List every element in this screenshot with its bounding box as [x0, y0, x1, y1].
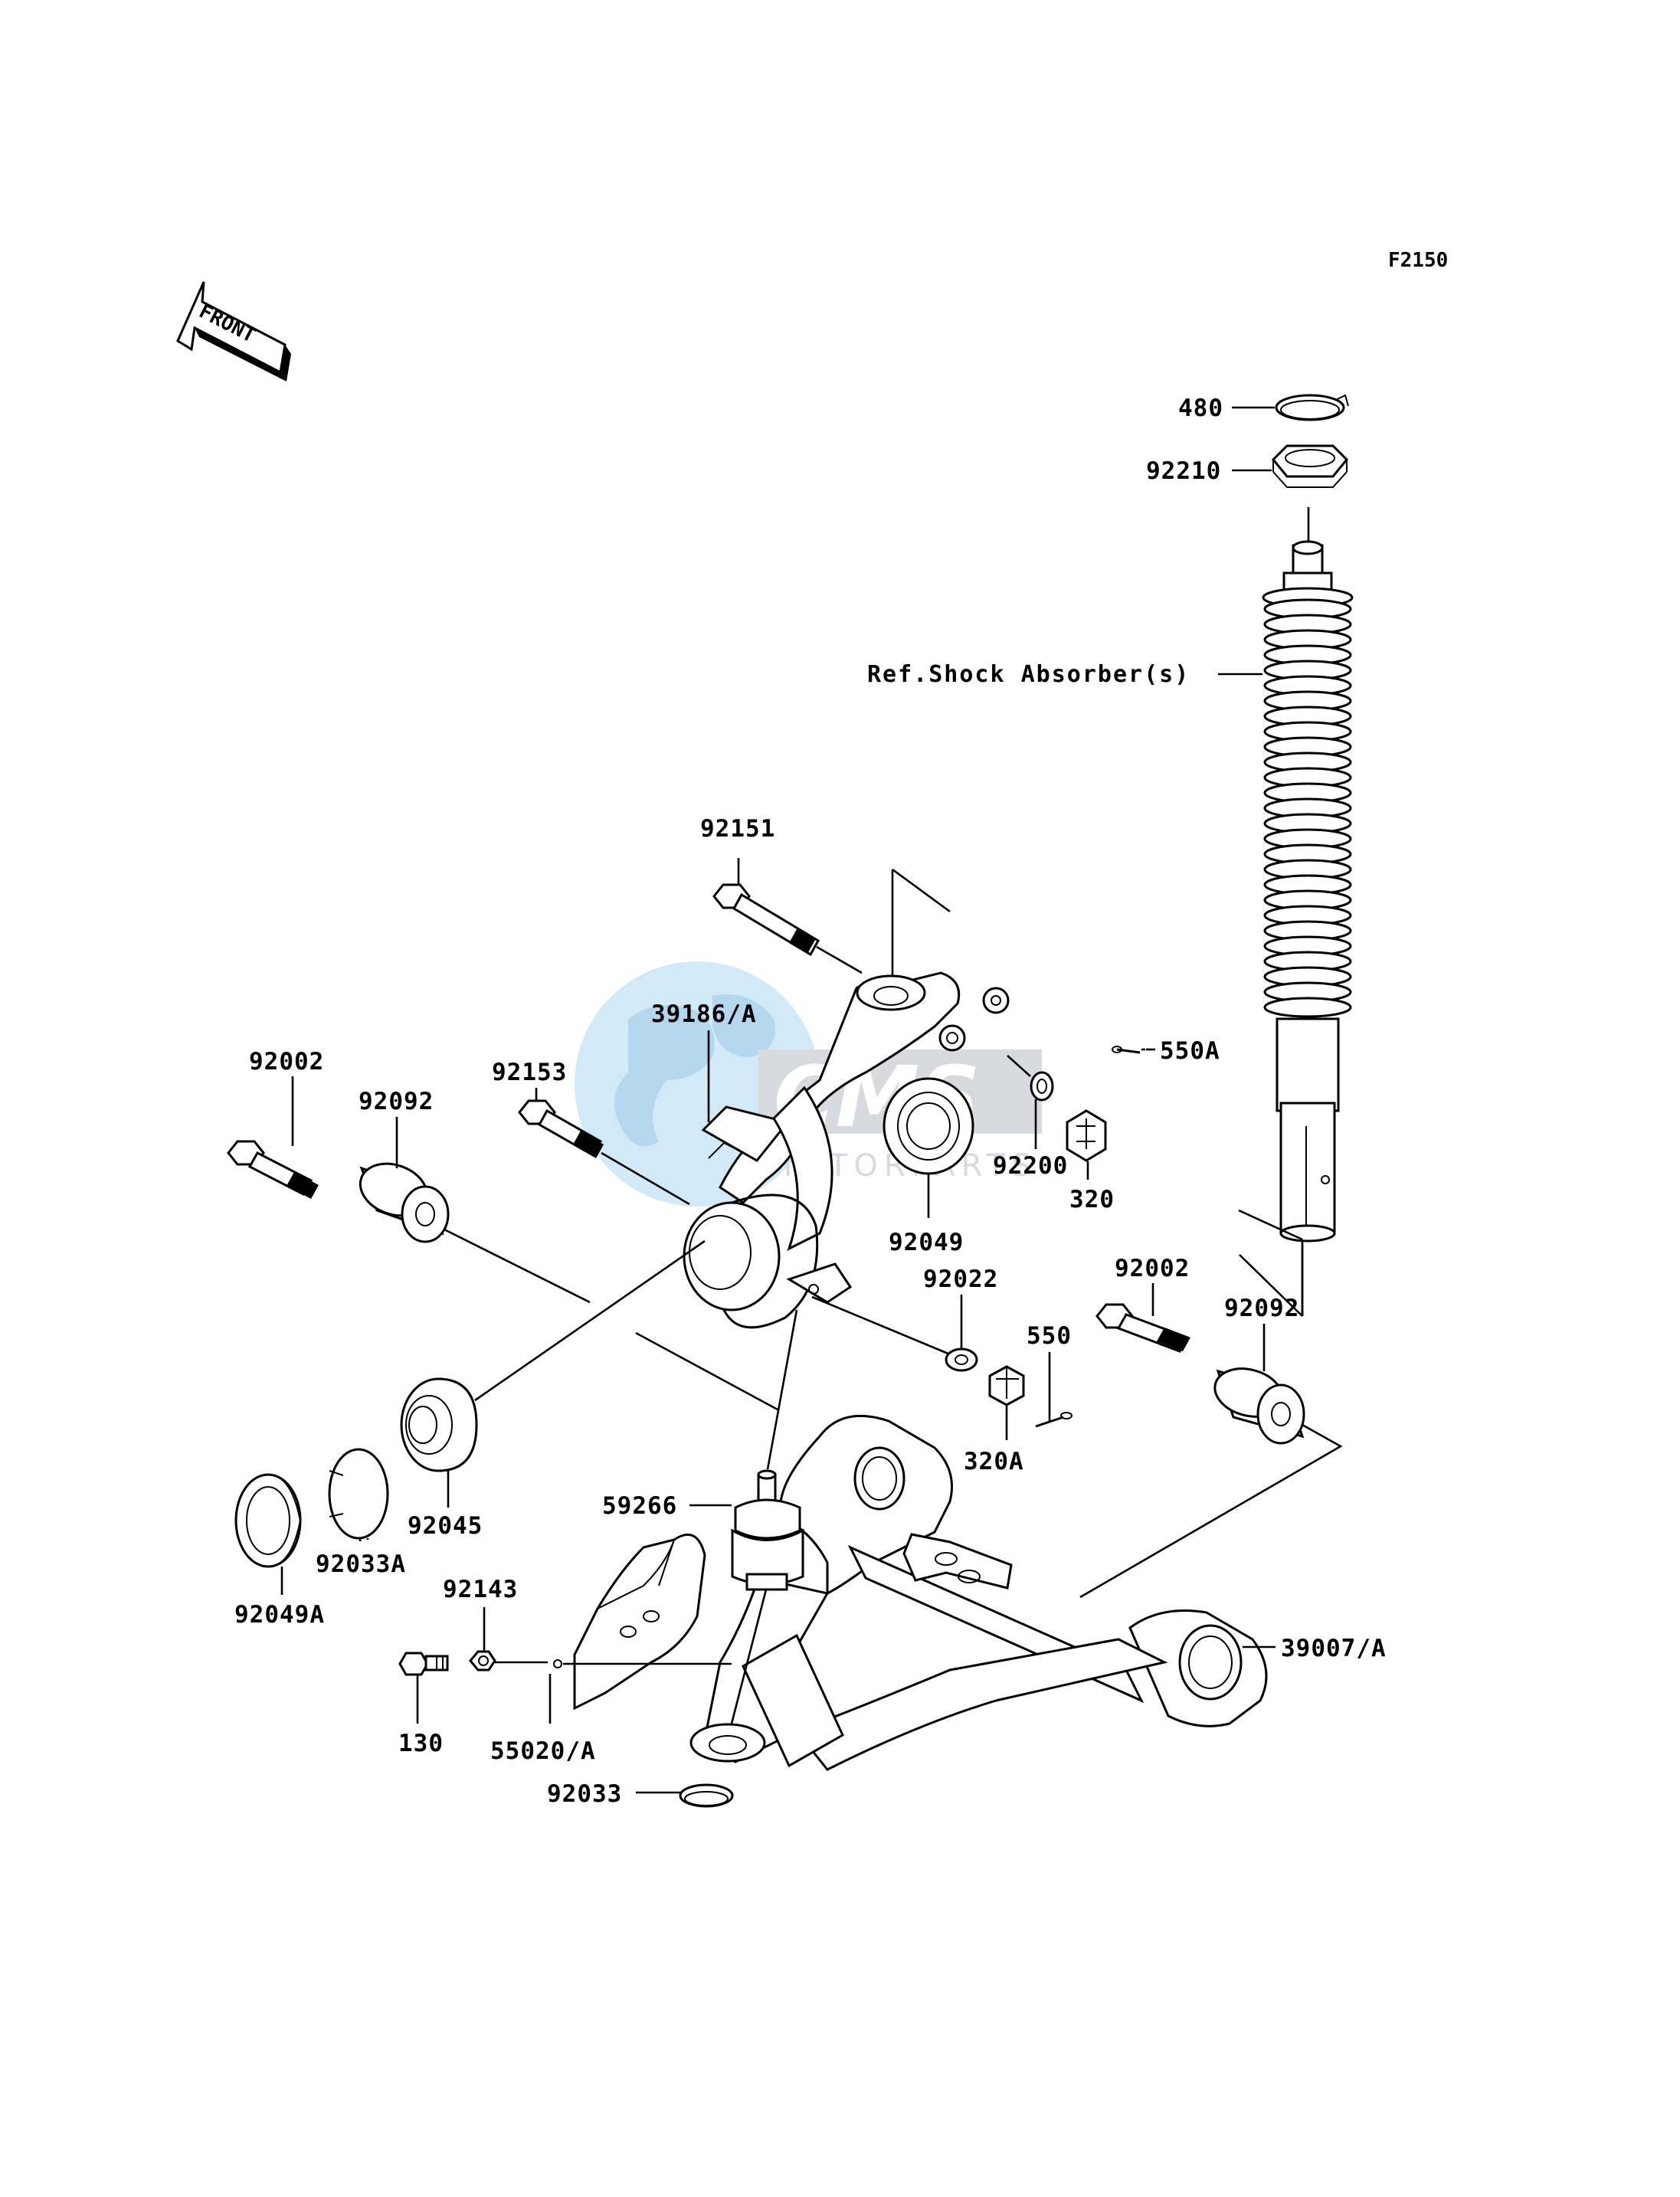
- label-92033A[interactable]: 92033A: [316, 1550, 406, 1578]
- label-92092-left[interactable]: 92092: [359, 1088, 434, 1115]
- label-39186A[interactable]: 39186/A: [651, 1000, 757, 1028]
- label-92200[interactable]: 92200: [993, 1152, 1068, 1180]
- label-92092-right[interactable]: 92092: [1224, 1295, 1299, 1322]
- label-92151[interactable]: 92151: [700, 815, 775, 843]
- part-550A-cotter-pin[interactable]: [1112, 1046, 1141, 1054]
- diagram-code: F2150: [1388, 249, 1448, 272]
- label-92153[interactable]: 92153: [492, 1059, 567, 1086]
- part-92151-bolt[interactable]: [712, 883, 820, 957]
- part-92153-bolt[interactable]: [518, 1099, 604, 1158]
- part-39007A-a-arm[interactable]: [689, 1414, 1268, 1771]
- shock-absorber: [1262, 540, 1354, 1243]
- label-320A[interactable]: 320A: [964, 1448, 1024, 1475]
- part-39186A-knuckle[interactable]: [683, 971, 1010, 1329]
- part-92049-bearing[interactable]: [883, 1077, 974, 1175]
- label-130[interactable]: 130: [398, 1730, 444, 1757]
- label-550A[interactable]: 550A: [1160, 1037, 1220, 1065]
- part-92033-circlip[interactable]: [679, 1783, 734, 1808]
- part-92210-nut[interactable]: [1271, 444, 1349, 488]
- part-320-castle-nut[interactable]: [1066, 1109, 1107, 1162]
- label-92210[interactable]: 92210: [1146, 457, 1221, 485]
- label-92022[interactable]: 92022: [923, 1265, 998, 1293]
- part-92033A-circlip[interactable]: [328, 1448, 389, 1540]
- part-92045-bearing[interactable]: [400, 1377, 478, 1472]
- label-92049[interactable]: 92049: [889, 1229, 964, 1256]
- spring-coil: [1263, 997, 1352, 1018]
- part-92022-washer[interactable]: [945, 1347, 978, 1372]
- part-320A-castle-nut[interactable]: [988, 1365, 1025, 1406]
- part-59266-ball-joint[interactable]: [731, 1469, 804, 1591]
- label-39007A[interactable]: 39007/A: [1281, 1635, 1387, 1662]
- label-59266[interactable]: 59266: [602, 1492, 677, 1520]
- label-92002-left[interactable]: 92002: [249, 1048, 324, 1076]
- part-92092-bushing-right[interactable]: [1210, 1361, 1305, 1445]
- part-92002-bolt-right[interactable]: [1095, 1303, 1190, 1353]
- part-55020A-skid-plate[interactable]: [553, 1533, 706, 1711]
- label-92002-right[interactable]: 92002: [1115, 1255, 1190, 1282]
- part-92092-bushing-left[interactable]: [353, 1155, 450, 1243]
- part-92002-bolt-left[interactable]: [227, 1140, 319, 1199]
- label-320[interactable]: 320: [1069, 1186, 1115, 1213]
- part-550-cotter-pin[interactable]: [1035, 1412, 1073, 1428]
- label-92033[interactable]: 92033: [547, 1780, 622, 1808]
- part-92049A-seal[interactable]: [234, 1473, 302, 1568]
- label-480[interactable]: 480: [1178, 395, 1223, 422]
- part-92200-washer[interactable]: [1030, 1071, 1054, 1102]
- front-arrow-icon: FRONT: [176, 281, 291, 381]
- label-550[interactable]: 550: [1027, 1322, 1072, 1350]
- label-92045[interactable]: 92045: [408, 1512, 483, 1540]
- label-55020A[interactable]: 55020/A: [490, 1737, 596, 1765]
- part-92143-collar[interactable]: [469, 1650, 496, 1671]
- label-92143[interactable]: 92143: [443, 1576, 518, 1603]
- ref-shock-absorber-label: Ref.Shock Absorber(s): [867, 661, 1190, 688]
- part-480-circlip[interactable]: [1275, 394, 1349, 421]
- part-130-bolt[interactable]: [398, 1652, 449, 1676]
- label-92049A[interactable]: 92049A: [234, 1601, 325, 1629]
